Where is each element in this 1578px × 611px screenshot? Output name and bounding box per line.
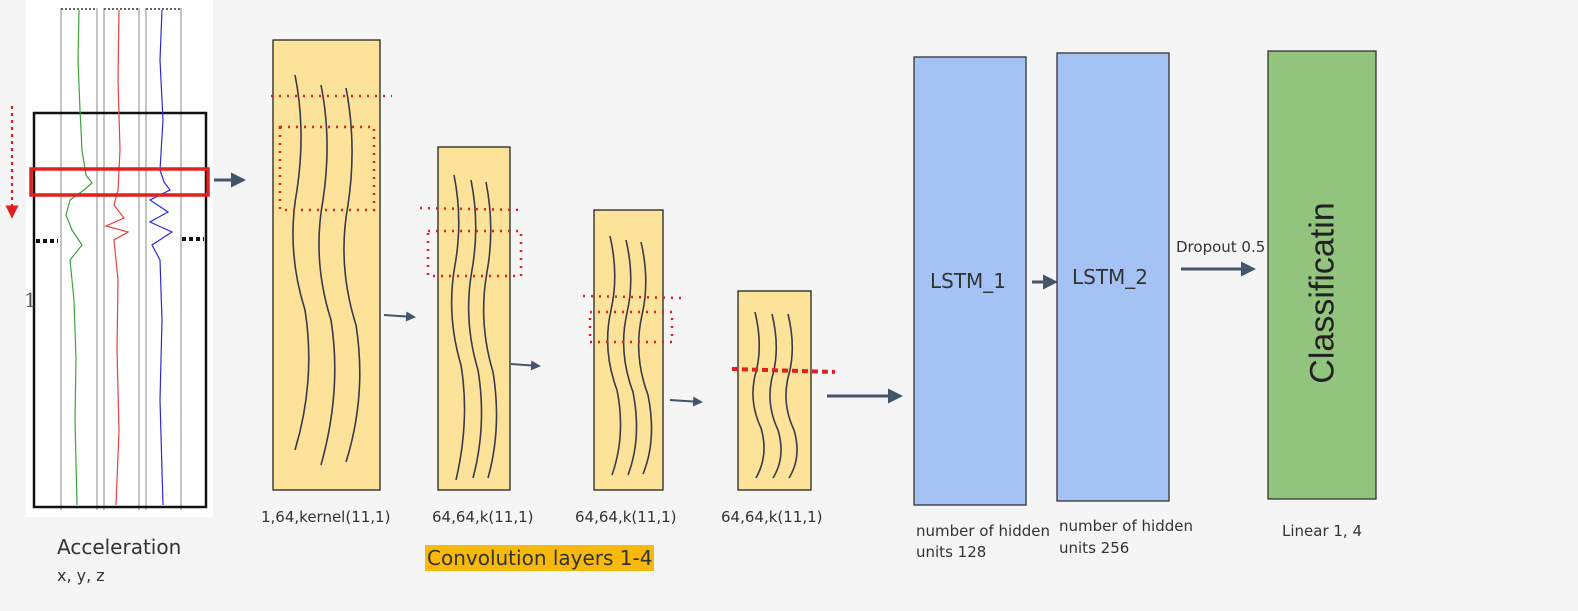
classifier-block	[1267, 50, 1377, 500]
arrow-conv3-to-conv4	[669, 396, 703, 407]
conv-layer-2-label: 64,64,k(11,1)	[432, 508, 534, 526]
dropout-label: Dropout 0.5	[1176, 238, 1266, 256]
signal-x-trace	[65, 9, 93, 506]
classifier-name: Classificatin	[1303, 202, 1342, 384]
lstm-1-caption-1: number of hidden	[916, 522, 1050, 540]
sliding-window	[29, 167, 210, 197]
arrow-conv1-to-conv2	[383, 311, 416, 322]
signal-z-trace	[148, 9, 174, 506]
conv-layer-4	[731, 290, 836, 491]
classifier-caption: Linear 1, 4	[1282, 522, 1363, 540]
conv-layer-3-label: 64,64,k(11,1)	[575, 508, 677, 526]
lstm-2-caption-2: units 256	[1059, 539, 1130, 557]
arrow-conv2-to-conv3	[510, 360, 541, 371]
lstm-1-block	[913, 56, 1027, 506]
conv-layer-1	[271, 39, 392, 491]
input-axes: x, y, z	[57, 566, 105, 585]
lstm-2-caption-1: number of hidden	[1059, 517, 1193, 535]
conv-layer-4-label: 64,64,k(11,1)	[721, 508, 823, 526]
lstm-1-caption-2: units 128	[916, 543, 987, 561]
input-signal-panel	[5, 0, 213, 517]
conv-layer-1-label: 1,64,kernel(11,1)	[261, 508, 391, 526]
lstm-1-name: LSTM_1	[930, 269, 1007, 293]
stray-mark: 1	[24, 288, 37, 312]
conv-layer-3	[582, 209, 683, 491]
signal-y-trace	[104, 9, 130, 506]
lstm-2-name: LSTM_2	[1072, 265, 1149, 289]
lstm-2-block	[1056, 52, 1170, 502]
conv-layer-2	[419, 146, 523, 491]
input-title: Acceleration	[57, 535, 182, 559]
conv-group-label: Convolution layers 1-4	[425, 545, 655, 571]
